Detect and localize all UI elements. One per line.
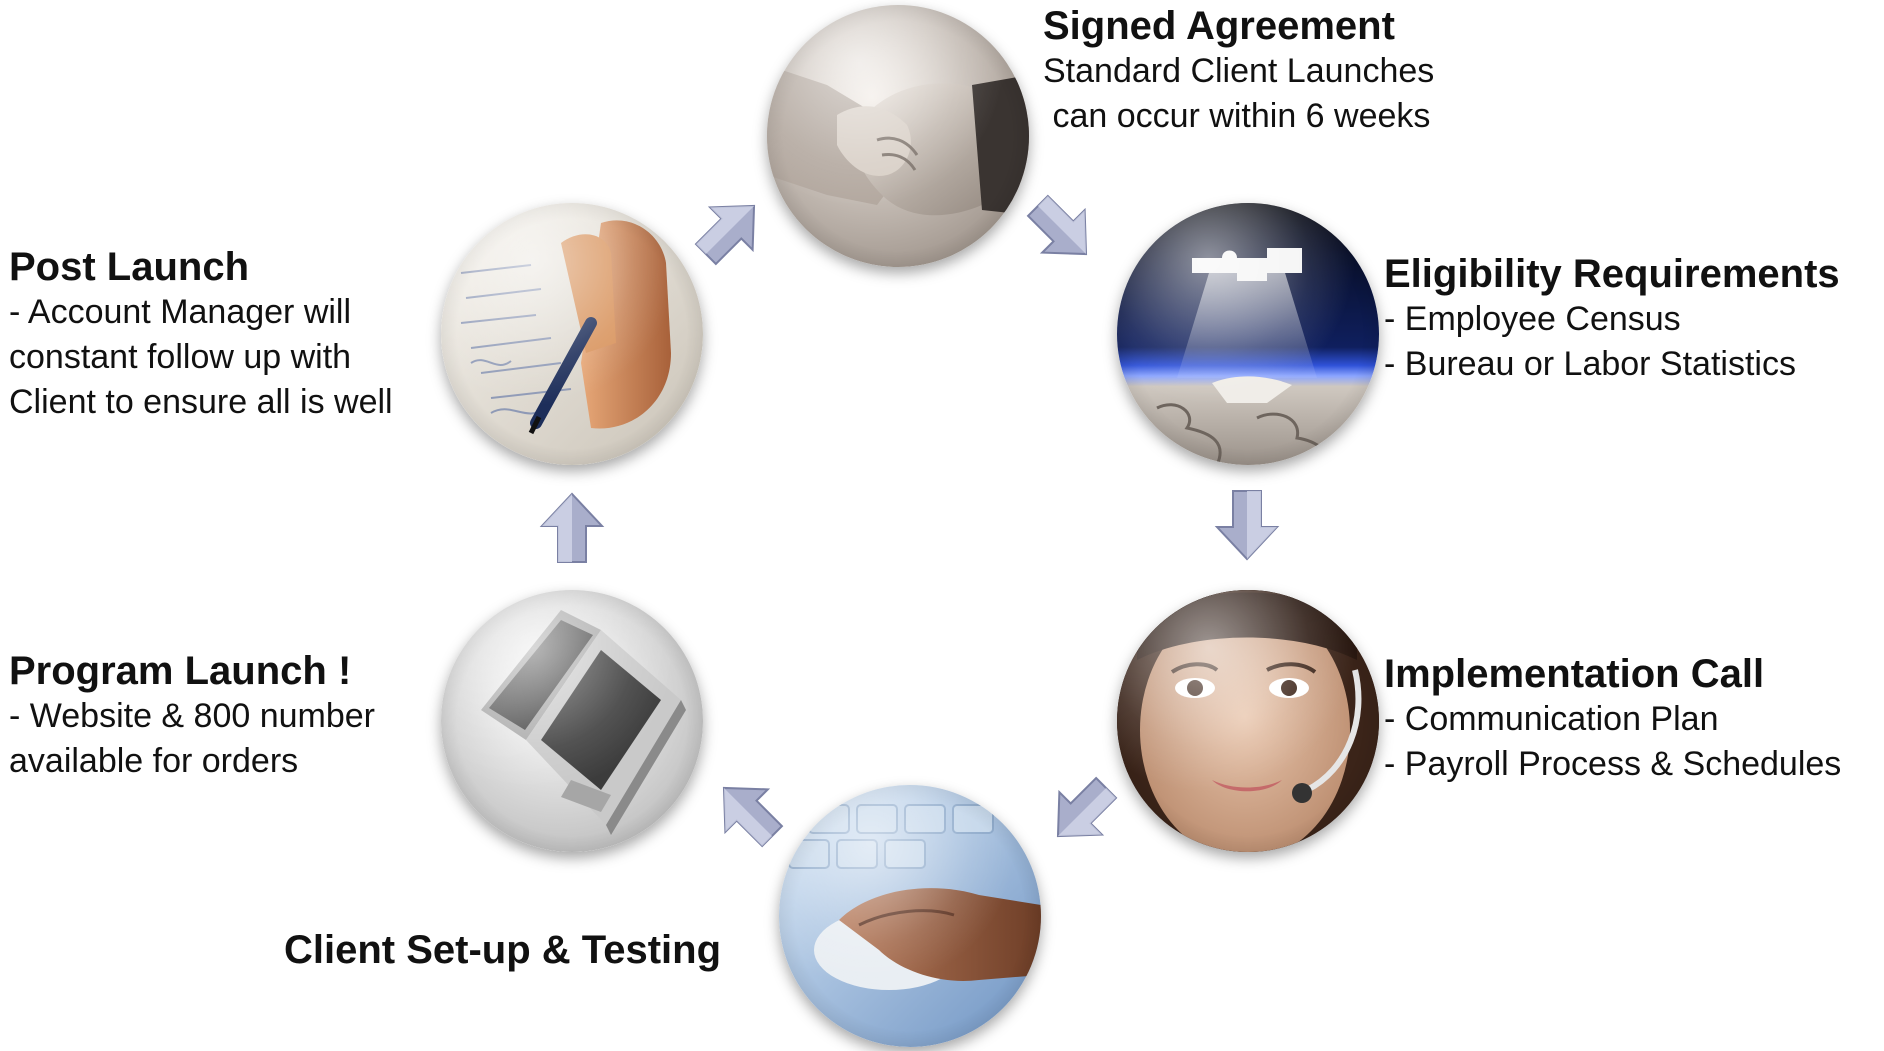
step-program-launch: Program Launch ! - Website & 800 number … (9, 648, 375, 784)
step-detail: - Employee Census (1384, 300, 1681, 338)
arrow-icon (1026, 194, 1088, 256)
handshake-photo (767, 5, 1029, 267)
step-signed-agreement: Signed Agreement Standard Client Launche… (1043, 3, 1434, 139)
step-detail: can occur within 6 weeks (1043, 97, 1431, 135)
step-title: Signed Agreement (1043, 4, 1395, 48)
arrow-icon (1056, 776, 1118, 838)
step-title: Post Launch (9, 245, 250, 289)
headset-agent-photo (1117, 590, 1379, 852)
step-implementation-call: Implementation Call - Communication Plan… (1384, 651, 1841, 787)
step-detail: available for orders (9, 742, 299, 780)
step-title: Client Set-up & Testing (284, 928, 722, 972)
step-title: Program Launch ! (9, 649, 352, 693)
hand-on-mouse-photo (779, 785, 1041, 1047)
puzzle-spotlight-photo (1117, 203, 1379, 465)
laptop-photo (441, 590, 703, 852)
arrow-icon (1214, 490, 1280, 561)
step-post-launch: Post Launch - Account Manager will const… (9, 244, 393, 425)
step-detail: - Account Manager will (9, 293, 352, 331)
step-title: Eligibility Requirements (1384, 252, 1840, 296)
arrow-icon (694, 204, 756, 266)
arrow-icon (539, 492, 605, 563)
arrow-icon (722, 786, 784, 848)
step-detail: constant follow up with (9, 338, 352, 376)
signing-pen-photo (441, 203, 703, 465)
step-detail: Standard Client Launches (1043, 52, 1435, 90)
step-client-setup: Client Set-up & Testing (284, 927, 721, 973)
step-detail: - Bureau or Labor Statistics (1384, 345, 1796, 383)
step-title: Implementation Call (1384, 652, 1765, 696)
step-detail: Client to ensure all is well (9, 383, 393, 421)
step-eligibility: Eligibility Requirements - Employee Cens… (1384, 251, 1840, 387)
step-detail: - Website & 800 number (9, 697, 375, 735)
step-detail: - Payroll Process & Schedules (1384, 745, 1842, 783)
step-detail: - Communication Plan (1384, 700, 1719, 738)
